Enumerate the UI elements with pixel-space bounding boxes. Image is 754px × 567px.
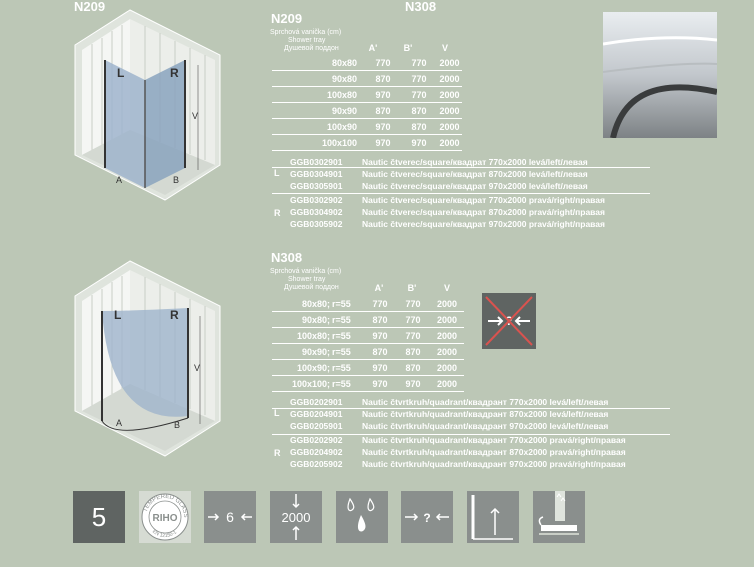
n308-tray-label-cz: Sprchová vanička (cm) xyxy=(270,268,342,275)
n209-tray-label-cz: Sprchová vanička (cm) xyxy=(270,29,342,36)
diagram-b-label: B xyxy=(173,175,179,185)
n308-diagram: L R A B V xyxy=(74,260,221,457)
glass-thickness-icon: 6 xyxy=(204,491,256,543)
n209-tray-label-ru: Душевой поддон xyxy=(284,45,339,52)
diagram-l-label: L xyxy=(114,308,121,322)
adjustment-range-icon: ? xyxy=(401,491,453,543)
svg-text:EN 12150-1: EN 12150-1 xyxy=(151,529,178,539)
diagram-r-label: R xyxy=(170,308,179,322)
n209-title: N209 xyxy=(271,11,303,26)
diagram-v-label: V xyxy=(192,111,198,121)
svg-text:?: ? xyxy=(423,511,430,525)
divider xyxy=(272,408,670,409)
no-adjustment-icon: ? xyxy=(482,293,536,349)
thickness-value: 6 xyxy=(226,509,234,525)
diagram-a-label: A xyxy=(116,175,122,185)
n308-col-v: V xyxy=(443,283,450,293)
divider xyxy=(272,193,650,194)
divider xyxy=(272,167,650,168)
n308-side-right: R xyxy=(274,448,281,458)
label-n308-top: N308 xyxy=(405,0,437,14)
n209-col-b: B' xyxy=(403,43,413,53)
n209-tray-label-en: Shower tray xyxy=(288,37,326,44)
diagram-b-label: B xyxy=(174,420,180,430)
divider xyxy=(272,434,670,435)
n209-side-right: R xyxy=(274,208,281,218)
label-n209-top: N209 xyxy=(74,0,106,14)
n308-col-b: B' xyxy=(407,283,417,293)
n308-tray-label-ru: Душевой поддон xyxy=(284,284,339,291)
diagram-r-label: R xyxy=(170,66,179,80)
warranty-years-value: 5 xyxy=(91,502,107,532)
n209-side-left: L xyxy=(274,168,280,178)
product-detail-photo xyxy=(603,12,717,138)
glass-brand-text: RIHO xyxy=(153,513,178,524)
height-icon: 2000 xyxy=(270,491,322,543)
diagram-v-label: V xyxy=(194,363,200,373)
n308-side-left: L xyxy=(274,408,280,418)
warranty-years-icon: 5 xyxy=(73,491,125,543)
n308-title: N308 xyxy=(271,250,303,265)
tempered-glass-icon: TEMPERED GLASS RIHO EN 12150-1 xyxy=(139,491,191,543)
n209-col-v: V xyxy=(441,43,448,53)
n209-col-a: A' xyxy=(368,43,378,53)
height-value: 2000 xyxy=(282,510,311,525)
n308-tray-label-en: Shower tray xyxy=(288,276,326,283)
n209-diagram: L R A B V xyxy=(74,9,221,201)
diagram-l-label: L xyxy=(117,66,124,80)
diagram-a-label: A xyxy=(116,418,122,428)
n308-col-a: A' xyxy=(374,283,384,293)
shower-tray-icon xyxy=(533,491,585,543)
water-repellent-icon xyxy=(336,491,388,543)
door-profile-icon xyxy=(467,491,519,543)
